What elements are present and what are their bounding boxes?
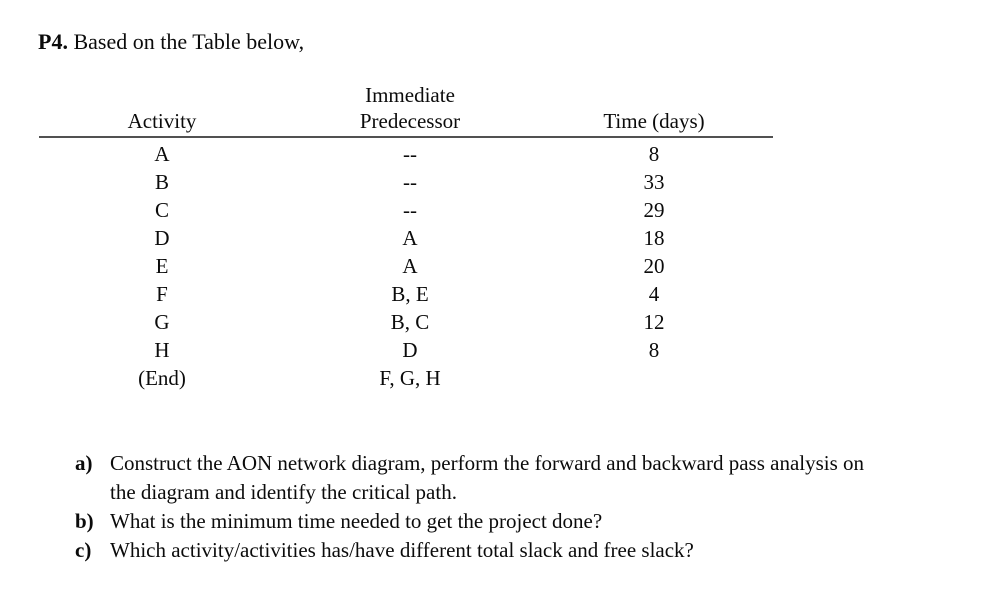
cell-predecessor: -- bbox=[403, 198, 417, 222]
table-row-end: (End) F, G, H bbox=[39, 364, 773, 392]
cell-time: 29 bbox=[643, 198, 665, 222]
cell-predecessor: B, E bbox=[391, 282, 429, 306]
cell-activity: F bbox=[156, 282, 168, 306]
question-c-text: Which activity/activities has/have diffe… bbox=[110, 538, 694, 562]
cell-activity: E bbox=[155, 254, 169, 278]
cell-activity: A bbox=[154, 142, 170, 166]
question-c: c) Which activity/activities has/have di… bbox=[75, 536, 985, 565]
cell-time: 33 bbox=[643, 170, 665, 194]
cell-predecessor: D bbox=[402, 338, 418, 362]
column-header-activity: Activity bbox=[127, 109, 197, 133]
cell-predecessor: A bbox=[402, 226, 418, 250]
cell-time: 18 bbox=[643, 226, 665, 250]
question-a-line2: the diagram and identify the critical pa… bbox=[110, 480, 457, 504]
question-a-line1: Construct the AON network diagram, perfo… bbox=[110, 451, 865, 475]
question-a: a) Construct the AON network diagram, pe… bbox=[75, 449, 985, 507]
table-body: A -- 8 B -- 33 C -- 29 D A 18 E A bbox=[39, 140, 773, 392]
cell-activity: C bbox=[154, 198, 169, 222]
question-list: a) Construct the AON network diagram, pe… bbox=[75, 449, 985, 565]
column-header-time-days: Time (days) bbox=[603, 109, 705, 133]
cell-activity: D bbox=[154, 226, 170, 250]
cell-predecessor: -- bbox=[403, 170, 417, 194]
cell-time: 4 bbox=[648, 282, 660, 306]
cell-time: 12 bbox=[643, 310, 665, 334]
question-a-text: Construct the AON network diagram, perfo… bbox=[110, 449, 985, 507]
table-row-a: A -- 8 bbox=[39, 140, 773, 168]
table-row-d: D A 18 bbox=[39, 224, 773, 252]
cell-time: 8 bbox=[648, 338, 660, 362]
cell-predecessor: F, G, H bbox=[379, 366, 441, 390]
cell-time: 20 bbox=[643, 254, 665, 278]
table-row-b: B -- 33 bbox=[39, 168, 773, 196]
table-row-g: G B, C 12 bbox=[39, 308, 773, 336]
cell-activity: H bbox=[154, 338, 170, 362]
table-header-row: Activity Immediate Predecessor Time (day… bbox=[39, 82, 773, 138]
cell-predecessor: A bbox=[402, 254, 418, 278]
column-header-immediate-predecessor: Immediate Predecessor bbox=[285, 82, 535, 134]
activity-table: Activity Immediate Predecessor Time (day… bbox=[39, 82, 773, 392]
column-header-immediate-predecessor-line2: Predecessor bbox=[359, 109, 461, 133]
cell-predecessor: B, C bbox=[390, 310, 430, 334]
question-b-text: What is the minimum time needed to get t… bbox=[110, 509, 603, 533]
cell-activity: G bbox=[154, 310, 170, 334]
question-a-marker: a) bbox=[75, 451, 93, 475]
problem-number: P4. bbox=[38, 29, 68, 54]
cell-predecessor: -- bbox=[403, 142, 417, 166]
problem-title: P4. Based on the Table below, bbox=[38, 29, 304, 55]
table-row-c: C -- 29 bbox=[39, 196, 773, 224]
cell-time: 8 bbox=[648, 142, 660, 166]
question-c-marker: c) bbox=[75, 538, 92, 562]
cell-activity: (End) bbox=[138, 366, 186, 390]
cell-activity: B bbox=[154, 170, 169, 194]
column-header-immediate-predecessor-line1: Immediate bbox=[365, 83, 455, 107]
cell-time bbox=[535, 364, 773, 392]
table-row-h: H D 8 bbox=[39, 336, 773, 364]
table-row-f: F B, E 4 bbox=[39, 280, 773, 308]
problem-title-text: Based on the Table below, bbox=[67, 29, 305, 54]
question-b: b) What is the minimum time needed to ge… bbox=[75, 507, 985, 536]
table-row-e: E A 20 bbox=[39, 252, 773, 280]
question-b-marker: b) bbox=[75, 509, 94, 533]
